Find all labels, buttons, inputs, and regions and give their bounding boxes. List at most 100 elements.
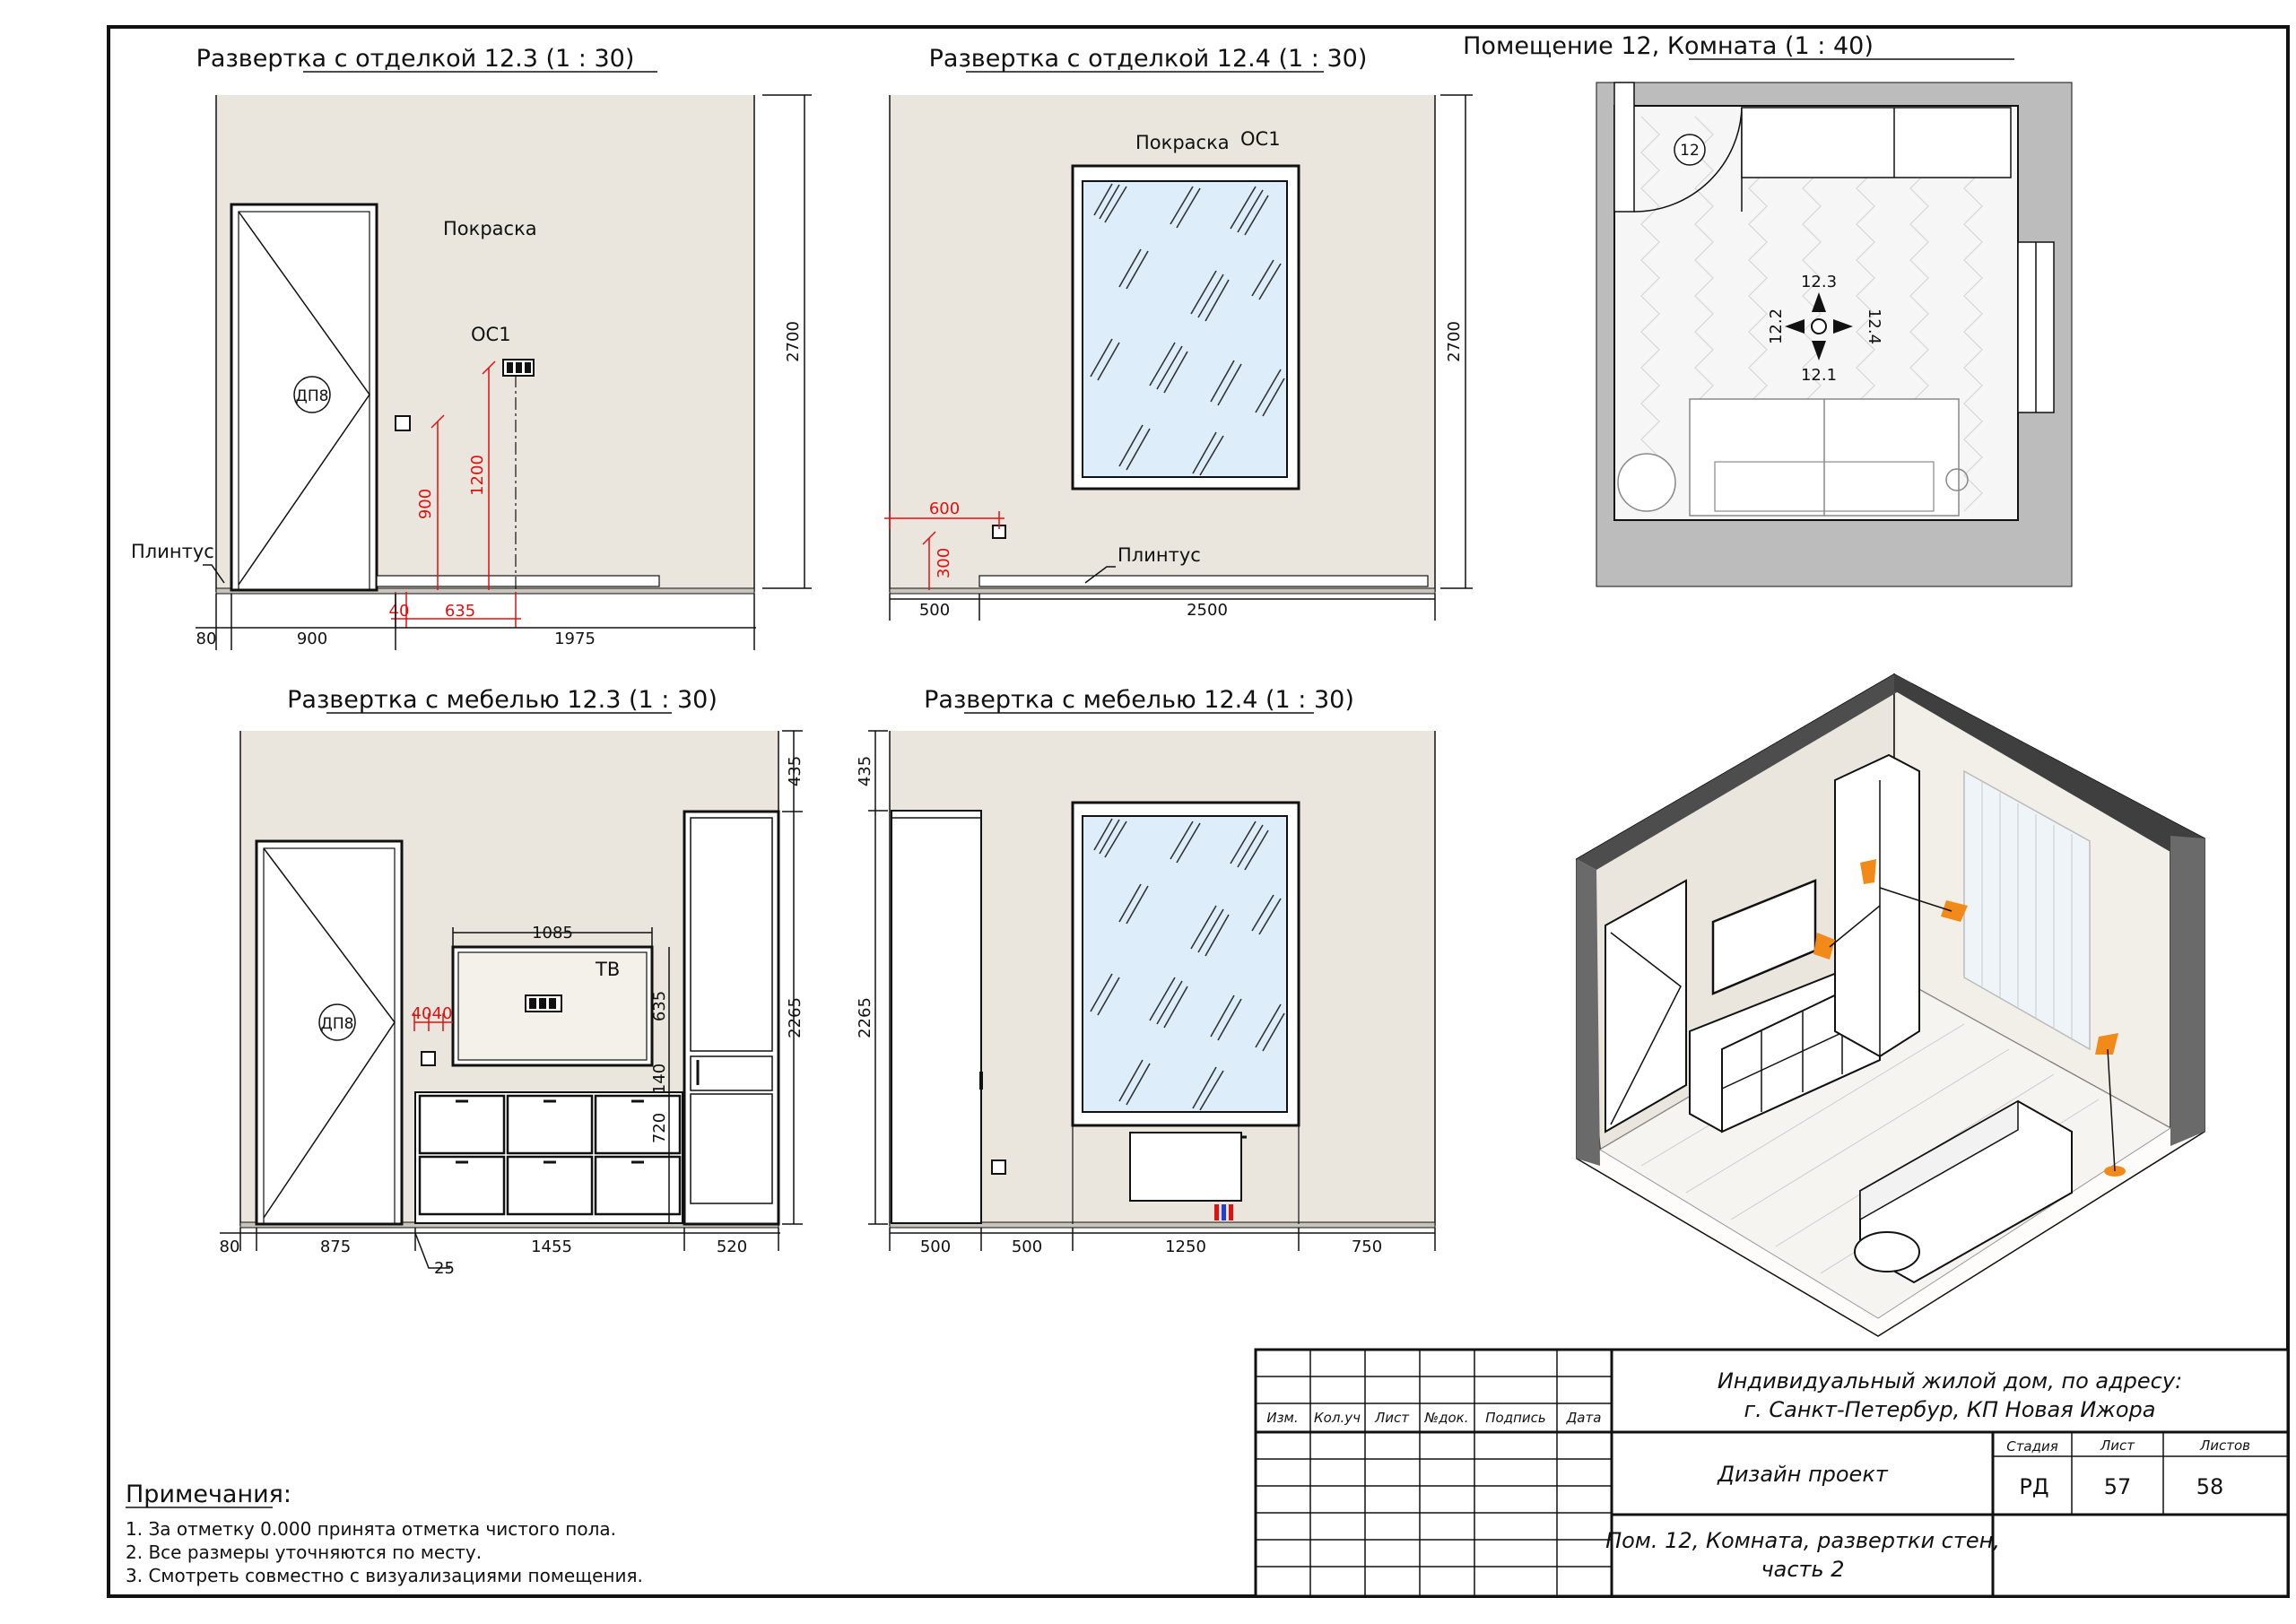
svg-text:500: 500: [919, 601, 950, 620]
svg-text:12.4: 12.4: [1865, 308, 1883, 344]
paint-label: Покраска: [443, 218, 537, 239]
svg-text:ДП8: ДП8: [296, 387, 329, 405]
view-title: Развертка с отделкой 12.3 (1 : 30): [196, 45, 635, 73]
red-dimensions: 40 40: [412, 1004, 453, 1031]
note-3: 3. Смотреть совместно с визуализациями п…: [126, 1565, 643, 1586]
svg-text:Лист: Лист: [2100, 1437, 2135, 1454]
radiator: [1129, 1132, 1247, 1220]
tv: ТВ: [451, 945, 654, 1067]
svg-text:12: 12: [1680, 142, 1700, 160]
wall-top-left: [1577, 674, 1912, 870]
svg-text:720: 720: [650, 1113, 669, 1143]
sheet-title-2: часть 2: [1761, 1557, 1844, 1582]
svg-text:ДП8: ДП8: [321, 1015, 354, 1033]
door-tag: [318, 1003, 356, 1041]
cabinet: [1741, 107, 2012, 178]
baseboard: [978, 575, 1429, 587]
socket: [991, 1159, 1006, 1175]
svg-text:2265: 2265: [856, 997, 874, 1038]
red-dimensions: 600 300: [884, 499, 1004, 590]
baseboard-label: Плинтус: [1118, 544, 1201, 566]
svg-text:12.2: 12.2: [1767, 308, 1786, 344]
svg-text:635: 635: [650, 991, 669, 1021]
elevation-furniture-12-4: Развертка с мебелью 12.4 (1 : 30): [856, 686, 1436, 1256]
window: [1071, 801, 1300, 1224]
wall-end-right: [2170, 836, 2205, 1146]
sideboard: [414, 1091, 683, 1224]
notes: Примечания: 1. За отметку 0.000 принята …: [126, 1481, 643, 1586]
view-title: Помещение 12, Комната (1 : 40): [1463, 32, 1874, 60]
svg-text:Подпись: Подпись: [1485, 1410, 1545, 1426]
project-line-1: Индивидуальный жилой дом, по адресу:: [1718, 1368, 2182, 1394]
sheets-value: 58: [2196, 1474, 2224, 1499]
svg-text:12.1: 12.1: [1801, 366, 1837, 385]
svg-text:875: 875: [320, 1238, 351, 1256]
svg-text:Лист: Лист: [1374, 1410, 1410, 1426]
project-line-2: г. Санкт-Петербур, КП Новая Ижора: [1744, 1397, 2155, 1422]
sheet-value: 57: [2104, 1474, 2132, 1499]
os-label: ОС1: [1240, 128, 1281, 150]
svg-text:2700: 2700: [1445, 321, 1464, 362]
room-plan-12: Помещение 12, Комната (1 : 40) 12: [1463, 32, 2073, 587]
door-tag: [293, 376, 331, 413]
door: ДП8: [230, 203, 378, 592]
svg-text:2700: 2700: [784, 321, 803, 362]
svg-text:№док.: №док.: [1424, 1410, 1469, 1426]
iso-door: [1605, 879, 1687, 1133]
wardrobe: [683, 810, 780, 1226]
elevation-finish-12-3: Развертка с отделкой 12.3 (1 : 30) ДП8 П…: [131, 45, 812, 650]
svg-text:1085: 1085: [532, 924, 573, 942]
svg-text:500: 500: [1012, 1238, 1042, 1256]
view-title: Развертка с отделкой 12.4 (1 : 30): [929, 45, 1368, 73]
design-label: Дизайн проект: [1717, 1462, 1889, 1487]
svg-text:600: 600: [929, 499, 960, 518]
elevation-marks: 12.3 12.2 12.4 12.1: [1767, 273, 1883, 385]
svg-text:1455: 1455: [531, 1238, 572, 1256]
svg-text:Листов: Листов: [2199, 1437, 2250, 1454]
os-label: ОС1: [471, 324, 511, 345]
svg-text:25: 25: [434, 1259, 455, 1278]
svg-text:2500: 2500: [1187, 601, 1228, 620]
svg-text:435: 435: [786, 756, 804, 786]
elevation-finish-12-4: Развертка с отделкой 12.4 (1 : 30): [884, 45, 1473, 621]
svg-text:80: 80: [220, 1238, 240, 1256]
sheet-frame: [107, 25, 2290, 1598]
svg-text:Кол.уч: Кол.уч: [1314, 1410, 1361, 1426]
wardrobe: [891, 810, 983, 1224]
view-title: Развертка с мебелью 12.4 (1 : 30): [924, 686, 1354, 714]
baseboard: [376, 575, 660, 587]
svg-text:500: 500: [920, 1238, 951, 1256]
window: [1071, 164, 1300, 491]
svg-text:Изм.: Изм.: [1266, 1410, 1298, 1426]
stage-value: РД: [2019, 1474, 2048, 1499]
iso-wardrobe: [1834, 753, 1920, 1058]
svg-text:750: 750: [1352, 1238, 1382, 1256]
door: ДП8: [255, 839, 404, 1226]
svg-text:1975: 1975: [554, 630, 596, 648]
svg-text:635: 635: [445, 602, 475, 621]
elevation-furniture-12-3: Развертка с мебелью 12.3 (1 : 30) ДП8 ТВ: [220, 686, 804, 1278]
svg-text:Дата: Дата: [1566, 1410, 1602, 1426]
svg-text:80: 80: [196, 630, 217, 648]
sheet-title-1: Пом. 12, Комната, развертки стен,: [1605, 1528, 2000, 1553]
note-1: 1. За отметку 0.000 принята отметка чист…: [126, 1518, 616, 1540]
svg-text:12.3: 12.3: [1801, 273, 1837, 291]
svg-text:2265: 2265: [786, 997, 804, 1038]
isometric-room-view: [1576, 673, 2205, 1337]
svg-text:40: 40: [389, 602, 410, 621]
svg-text:300: 300: [935, 548, 953, 578]
svg-text:435: 435: [856, 756, 874, 786]
paint-label: Покраска: [1135, 132, 1230, 153]
svg-text:140: 140: [650, 1064, 669, 1094]
svg-text:1250: 1250: [1165, 1238, 1206, 1256]
svg-text:Стадия: Стадия: [2006, 1438, 2058, 1455]
iso-lamps: [1813, 859, 2126, 1177]
baseboard-label: Плинтус: [131, 541, 214, 562]
title-block: Изм. Кол.уч Лист №док. Подпись Дата Инди…: [1254, 1348, 2290, 1598]
red-dimensions: 900 1200 40 635: [389, 360, 521, 628]
switch: [421, 1051, 436, 1066]
view-title: Развертка с мебелью 12.3 (1 : 30): [287, 686, 718, 714]
svg-text:ТВ: ТВ: [595, 959, 620, 980]
wall-end-left: [1577, 859, 1600, 1166]
